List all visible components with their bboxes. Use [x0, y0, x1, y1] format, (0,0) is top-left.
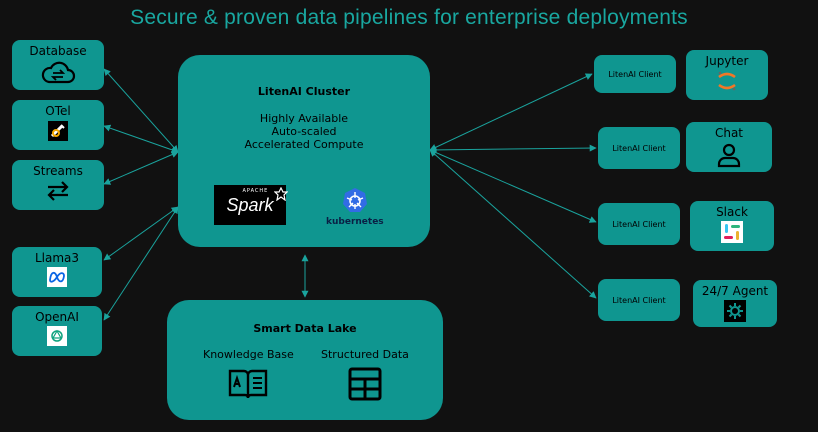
source-openai[interactable]: OpenAI [12, 306, 102, 356]
client-label: LitenAI Client [608, 69, 662, 79]
litenai-client-1[interactable]: LitenAI Client [594, 55, 676, 93]
cluster-title: LitenAI Cluster [257, 85, 351, 98]
lake-item-label: Structured Data [321, 348, 409, 361]
client-label: LitenAI Client [612, 295, 666, 305]
spark-logo-text: Spark [226, 194, 274, 215]
cluster-features: Highly Available Auto-scaled Accelerated… [244, 112, 363, 151]
kubernetes-label: kubernetes [326, 217, 384, 227]
arrow-cluster-client1 [429, 73, 593, 151]
lake-item-label: Knowledge Base [203, 348, 294, 361]
book-icon [229, 369, 268, 399]
source-otel[interactable]: OTel [12, 100, 104, 150]
arrow-cluster-client4 [429, 149, 597, 299]
slack-icon [721, 221, 743, 247]
app-slack[interactable]: Slack [690, 201, 774, 251]
arrow-cluster-client3 [429, 149, 597, 223]
app-label: Chat [714, 126, 744, 140]
kubernetes-icon [342, 188, 367, 212]
arrow-cluster-client2 [429, 144, 597, 154]
arrow-otel-cluster [103, 124, 179, 154]
source-label: OTel [45, 104, 71, 118]
user-icon [716, 142, 742, 172]
source-label: OpenAI [35, 310, 79, 324]
app-label: Slack [716, 205, 748, 219]
cluster-feature: Auto-scaled [271, 125, 337, 138]
app-chat[interactable]: Chat [686, 122, 772, 172]
source-database[interactable]: Database [12, 40, 104, 90]
client-label: LitenAI Client [612, 219, 666, 229]
swap-arrows-icon [45, 180, 71, 206]
source-streams[interactable]: Streams [12, 160, 104, 210]
arrow-llama-cluster [103, 206, 179, 261]
arrow-streams-cluster [103, 151, 179, 185]
page-title: Secure & proven data pipelines for enter… [130, 6, 688, 29]
app-agent[interactable]: 24/7 Agent [693, 280, 777, 327]
lake-item-knowledge-base: Knowledge Base [203, 348, 294, 404]
lake-item-structured-data: Structured Data [321, 348, 409, 405]
client-label: LitenAI Client [612, 143, 666, 153]
arrow-openai-cluster [103, 206, 179, 321]
spark-star-icon [273, 186, 288, 201]
gear-icon [724, 300, 746, 326]
meta-icon [47, 267, 67, 291]
spark-logo-small: APACHE [242, 187, 269, 194]
app-label: 24/7 Agent [701, 284, 769, 298]
lake-title: Smart Data Lake [253, 322, 357, 335]
litenai-cluster[interactable]: LitenAI Cluster Highly Available Auto-sc… [178, 55, 430, 247]
jupyter-icon [715, 70, 739, 96]
kubernetes-logo: kubernetes [326, 187, 384, 227]
openai-icon [47, 326, 67, 350]
smart-data-lake[interactable]: Smart Data Lake Knowledge Base Structure… [167, 300, 443, 420]
litenai-client-2[interactable]: LitenAI Client [598, 127, 680, 169]
cluster-feature: Highly Available [259, 112, 349, 125]
table-icon [348, 367, 382, 401]
otel-icon [47, 120, 69, 146]
source-label: Llama3 [34, 251, 80, 265]
cluster-feature: Accelerated Compute [244, 138, 364, 151]
source-llama3[interactable]: Llama3 [12, 247, 102, 297]
source-label: Streams [33, 164, 83, 178]
source-label: Database [29, 44, 87, 58]
cloud-sync-icon [40, 60, 76, 88]
spark-logo: APACHE Spark [214, 185, 288, 225]
litenai-client-4[interactable]: LitenAI Client [598, 279, 680, 321]
app-label: Jupyter [705, 54, 749, 68]
arrow-database-cluster [103, 68, 179, 153]
litenai-client-3[interactable]: LitenAI Client [598, 203, 680, 245]
app-jupyter[interactable]: Jupyter [686, 50, 768, 100]
